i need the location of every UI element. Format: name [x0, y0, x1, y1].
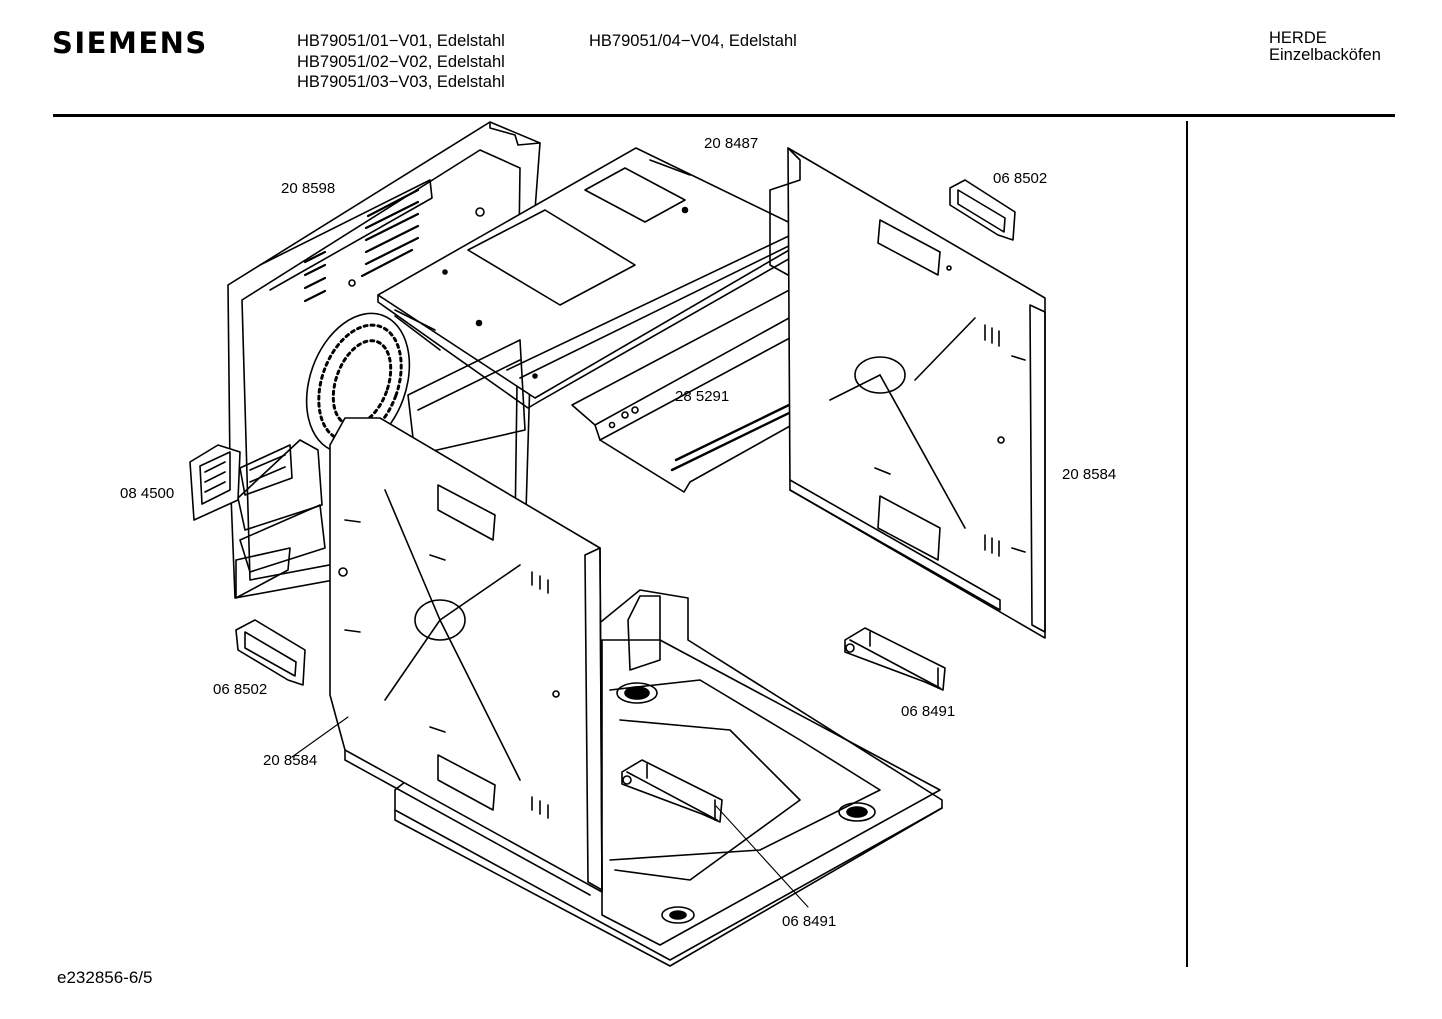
- part-label-handle-top-right: 06 8502: [993, 170, 1047, 187]
- leader-lines: [291, 716, 809, 908]
- part-label-handle-bottom-left: 06 8502: [213, 681, 267, 698]
- part-label-rail-bracket-right: 06 8491: [901, 703, 955, 720]
- model-line: HB79051/02−V02, Edelstahl: [297, 52, 505, 71]
- model-list-secondary: HB79051/04−V04, Edelstahl: [589, 31, 797, 52]
- left-side-panel-part: [329, 417, 603, 896]
- category-title: HERDE: [1269, 29, 1327, 47]
- part-label-rear-panel: 20 8598: [281, 180, 335, 197]
- model-line: HB79051/04−V04, Edelstahl: [589, 32, 797, 50]
- part-label-rail-bracket-bottom: 06 8491: [782, 913, 836, 930]
- rail-bracket-bottom-part: [621, 759, 723, 823]
- handle-bottom-left-part: [235, 619, 306, 686]
- part-label-top-panel: 20 8487: [704, 135, 758, 152]
- part-label-rack-guide: 28 5291: [675, 388, 729, 405]
- handle-top-right-part: [949, 179, 1016, 241]
- terminal-block-part: [189, 444, 293, 521]
- brand-logo: SIEMENS: [52, 26, 208, 60]
- category-subtitle: Einzelbacköfen: [1269, 46, 1381, 64]
- header-divider: [53, 114, 1395, 117]
- rail-bracket-right-part: [844, 627, 946, 691]
- sidebar-divider: [1186, 121, 1188, 967]
- right-side-panel-part: [769, 147, 1046, 639]
- model-line: HB79051/03−V03, Edelstahl: [297, 73, 505, 91]
- product-category: HERDE Einzelbacköfen: [1269, 30, 1381, 64]
- part-label-left-side-panel: 20 8584: [263, 752, 317, 769]
- document-id: e232856-6/5: [57, 968, 153, 987]
- part-label-right-side-panel: 20 8584: [1062, 466, 1116, 483]
- part-labels: 20 8598 20 8487 06 8502 28 5291 20 8584 …: [120, 135, 1116, 930]
- model-list-primary: HB79051/01−V01, Edelstahl HB79051/02−V02…: [297, 31, 505, 93]
- model-line: HB79051/01−V01, Edelstahl: [297, 32, 505, 50]
- part-label-terminal-block: 08 4500: [120, 485, 174, 502]
